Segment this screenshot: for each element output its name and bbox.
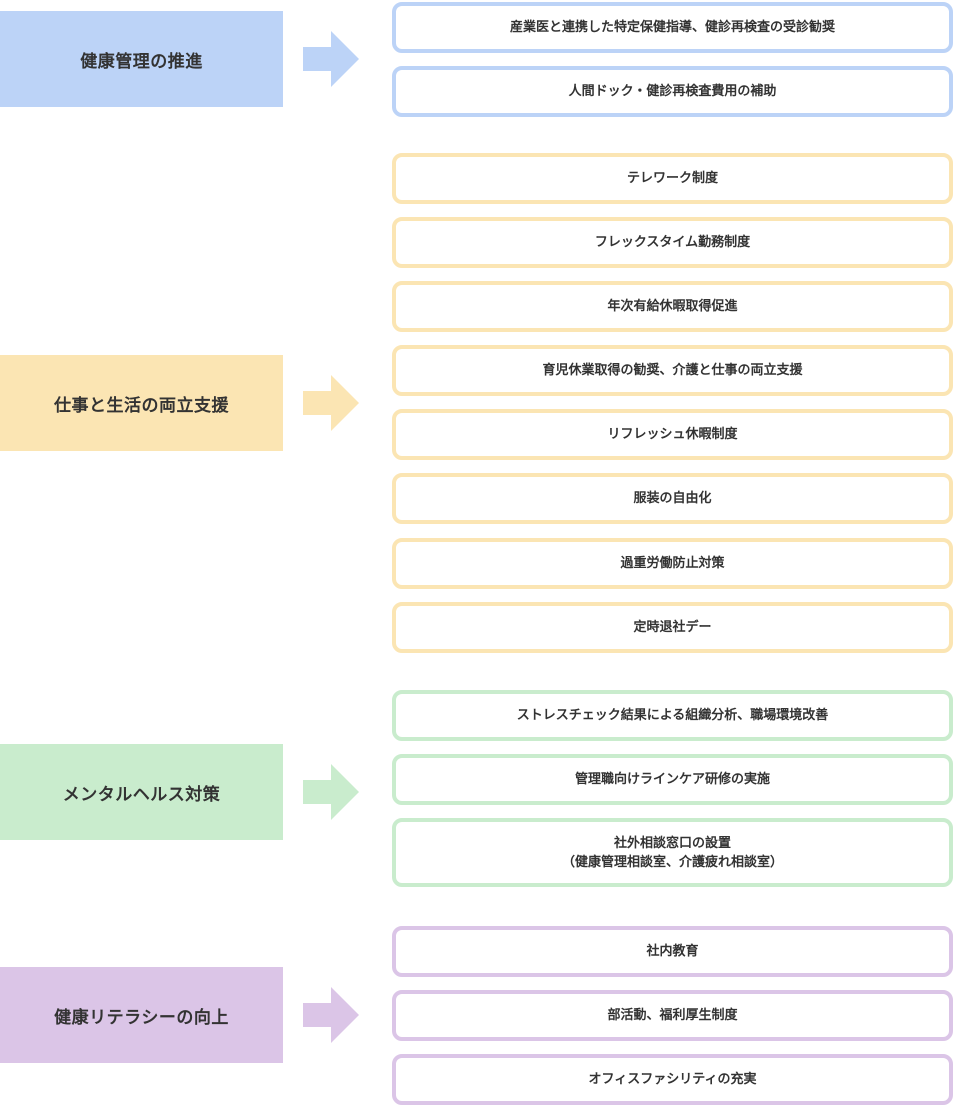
measure-label: オフィスファシリティの充実: [588, 1072, 757, 1087]
measure-box: 定時退社デー: [392, 602, 953, 653]
measure-label: 管理職向けラインケア研修の実施: [574, 772, 770, 787]
measure-box: 産業医と連携した特定保健指導、健診再検査の受診勧奨: [392, 2, 953, 53]
arrow-right-icon: [303, 31, 359, 87]
measure-box: 過重労働防止対策: [392, 538, 953, 589]
measure-label: フレックスタイム勤務制度: [594, 235, 751, 250]
measure-label: ストレスチェック結果による組織分析、職場環境改善: [516, 708, 829, 723]
measure-label: 過重労働防止対策: [620, 556, 725, 571]
measure-label: 社外相談窓口の設置: [613, 835, 731, 851]
measure-box: リフレッシュ休暇制度: [392, 409, 953, 460]
measure-box: 人間ドック・健診再検査費用の補助: [392, 66, 953, 117]
measure-box: 服装の自由化: [392, 473, 953, 524]
measure-label: テレワーク制度: [626, 171, 718, 186]
category-work-life-balance: 仕事と生活の両立支援: [0, 355, 283, 451]
measure-box: 育児休業取得の勧奨、介護と仕事の両立支援: [392, 345, 953, 396]
measure-label: リフレッシュ休暇制度: [607, 427, 738, 442]
measure-label: 服装の自由化: [633, 491, 712, 506]
measure-box: 部活動、福利厚生制度: [392, 990, 953, 1041]
measure-label: 年次有給休暇取得促進: [607, 299, 738, 314]
category-mental-health: メンタルヘルス対策: [0, 744, 283, 840]
arrow-right-icon: [303, 764, 359, 820]
measure-label: 定時退社デー: [633, 620, 712, 635]
measure-label: 部活動、福利厚生制度: [607, 1008, 738, 1023]
measure-box: 社内教育: [392, 926, 953, 977]
arrow-right-icon: [303, 375, 359, 431]
measure-label-sub: （健康管理相談室、介護疲れ相談室）: [561, 854, 783, 870]
arrow-right-icon: [303, 987, 359, 1043]
category-health-management: 健康管理の推進: [0, 11, 283, 107]
measure-box: オフィスファシリティの充実: [392, 1054, 953, 1105]
measure-box: ストレスチェック結果による組織分析、職場環境改善: [392, 690, 953, 741]
measure-label: 社内教育: [646, 944, 699, 959]
measure-label: 育児休業取得の勧奨、介護と仕事の両立支援: [542, 363, 803, 378]
measure-label: 産業医と連携した特定保健指導、健診再検査の受診勧奨: [509, 20, 835, 35]
category-health-literacy: 健康リテラシーの向上: [0, 967, 283, 1063]
measure-box: 社外相談窓口の設置 （健康管理相談室、介護疲れ相談室）: [392, 818, 953, 887]
measure-box: テレワーク制度: [392, 153, 953, 204]
measure-label: 人間ドック・健診再検査費用の補助: [568, 84, 777, 99]
measure-box: 管理職向けラインケア研修の実施: [392, 754, 953, 805]
measure-box: フレックスタイム勤務制度: [392, 217, 953, 268]
measure-box: 年次有給休暇取得促進: [392, 281, 953, 332]
